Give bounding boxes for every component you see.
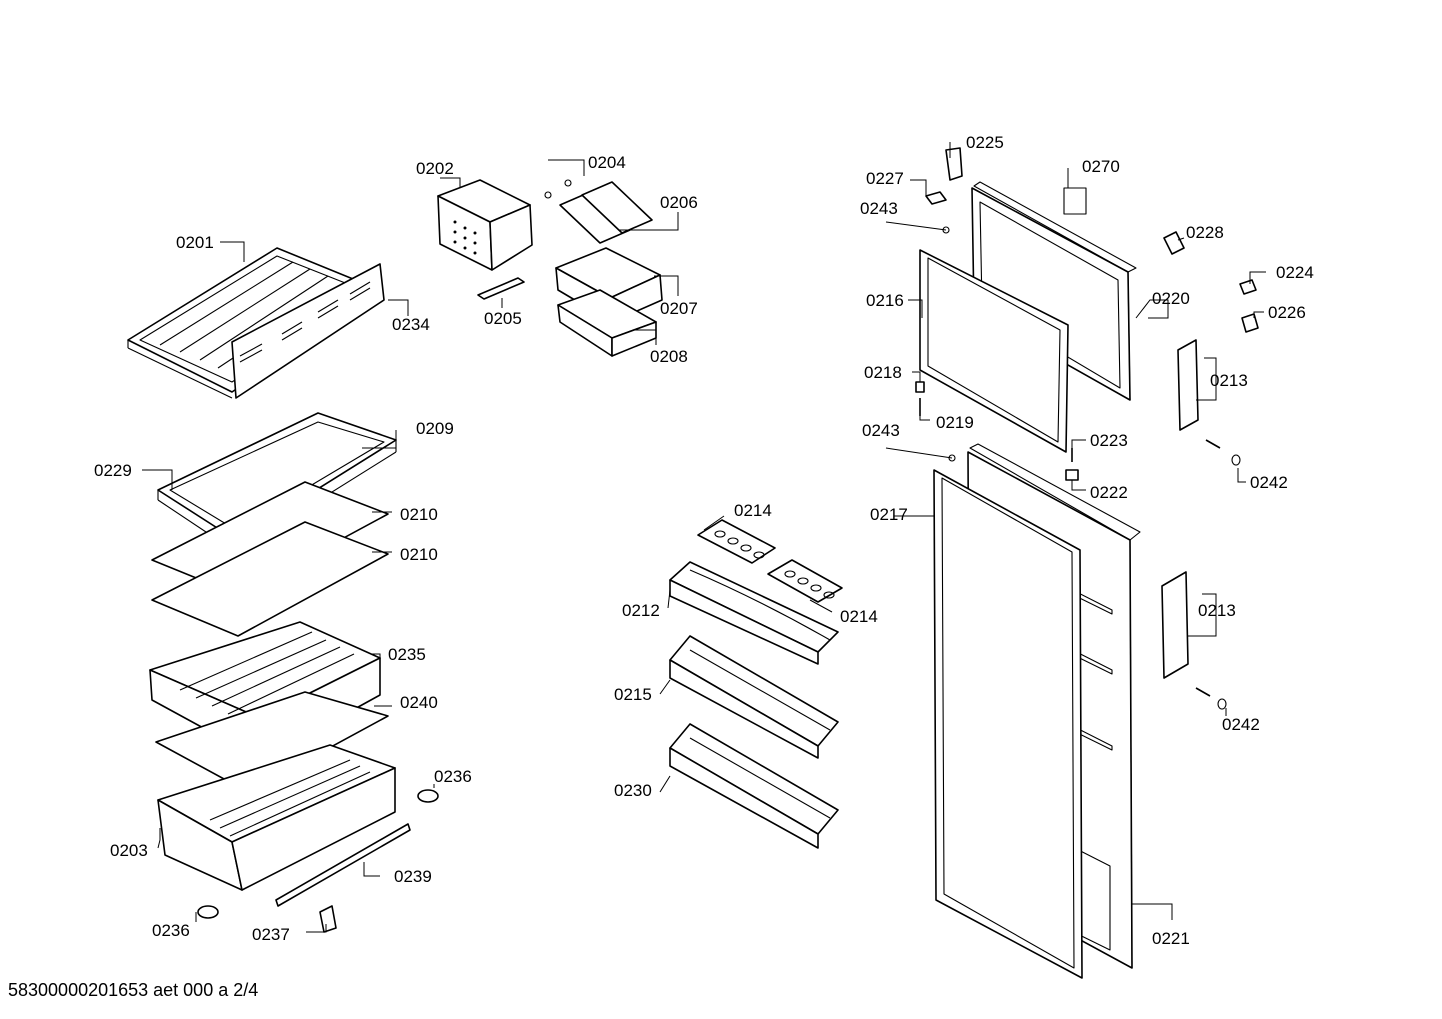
label-0208: 0208 bbox=[650, 347, 688, 366]
label-0236-a: 0236 bbox=[434, 767, 472, 786]
part-screw-b bbox=[1195, 687, 1211, 697]
label-0203: 0203 bbox=[110, 841, 148, 860]
part-0239-rail bbox=[275, 823, 411, 907]
part-0225-hinge bbox=[945, 147, 963, 181]
part-0212-balcony bbox=[669, 561, 839, 665]
label-0243-a: 0243 bbox=[860, 199, 898, 218]
part-0230-balcony bbox=[669, 723, 839, 849]
part-0202-bracket bbox=[437, 179, 533, 271]
label-0216: 0216 bbox=[866, 291, 904, 310]
label-0214-a: 0214 bbox=[734, 501, 772, 520]
part-0227-cap bbox=[925, 191, 947, 205]
part-0203-lower-drawer bbox=[157, 744, 396, 891]
part-0222-block bbox=[1065, 469, 1079, 481]
part-0204-pins bbox=[544, 179, 572, 199]
part-0237-clip bbox=[319, 905, 337, 933]
document-code: 58300000201653 aet 000 a 2/4 bbox=[8, 980, 259, 1000]
label-0234: 0234 bbox=[392, 315, 430, 334]
label-0212: 0212 bbox=[622, 601, 660, 620]
part-0210-glass-shelf-2 bbox=[151, 521, 389, 637]
label-0222: 0222 bbox=[1090, 483, 1128, 502]
label-0243-b: 0243 bbox=[862, 421, 900, 440]
label-0229: 0229 bbox=[94, 461, 132, 480]
label-0221: 0221 bbox=[1152, 929, 1190, 948]
part-0236-foot-a bbox=[417, 789, 439, 803]
label-0225: 0225 bbox=[966, 133, 1004, 152]
label-0213-b: 0213 bbox=[1198, 601, 1236, 620]
part-0240-cover-glass bbox=[155, 691, 389, 793]
label-0206: 0206 bbox=[660, 193, 698, 212]
label-0224: 0224 bbox=[1276, 263, 1314, 282]
label-0210-b: 0210 bbox=[400, 545, 438, 564]
label-0226: 0226 bbox=[1268, 303, 1306, 322]
label-0201: 0201 bbox=[176, 233, 214, 252]
part-0213-handle-b bbox=[1161, 571, 1189, 679]
label-0236-b: 0236 bbox=[152, 921, 190, 940]
leader-lines bbox=[142, 142, 1266, 933]
part-0206-ice-trays bbox=[559, 181, 653, 244]
label-0239: 0239 bbox=[394, 867, 432, 886]
label-0202: 0202 bbox=[416, 159, 454, 178]
part-0217-fridge-gasket bbox=[933, 469, 1083, 979]
part-0216-freezer-gasket bbox=[919, 249, 1069, 453]
part-0242-cap-a bbox=[1231, 454, 1241, 466]
part-0242-cap-b bbox=[1217, 698, 1227, 710]
part-0224-cap bbox=[1239, 279, 1257, 295]
callout-labels: 0201 0202 0203 0204 0205 0206 0207 0208 … bbox=[94, 133, 1314, 948]
label-0218: 0218 bbox=[864, 363, 902, 382]
label-0227: 0227 bbox=[866, 169, 904, 188]
label-0228: 0228 bbox=[1186, 223, 1224, 242]
label-0230: 0230 bbox=[614, 781, 652, 800]
part-0226-cover bbox=[1241, 313, 1259, 333]
part-0214-egg-tray-a bbox=[697, 519, 776, 564]
label-0242-b: 0242 bbox=[1222, 715, 1260, 734]
part-screw-a bbox=[1205, 439, 1221, 449]
label-0214-b: 0214 bbox=[840, 607, 878, 626]
label-0209: 0209 bbox=[416, 419, 454, 438]
label-0242-a: 0242 bbox=[1250, 473, 1288, 492]
label-0220: 0220 bbox=[1152, 289, 1190, 308]
label-0240: 0240 bbox=[400, 693, 438, 712]
label-0204: 0204 bbox=[588, 153, 626, 172]
part-0270-label bbox=[1063, 187, 1087, 215]
part-0234-front-panel bbox=[231, 263, 385, 399]
label-0217: 0217 bbox=[870, 505, 908, 524]
label-0205: 0205 bbox=[484, 309, 522, 328]
label-0219: 0219 bbox=[936, 413, 974, 432]
part-0213-handle-a bbox=[1177, 339, 1199, 431]
part-0236-foot-b bbox=[197, 905, 219, 919]
part-0205-strip bbox=[477, 277, 525, 300]
part-0214-egg-tray-b bbox=[767, 559, 843, 603]
part-0218-bushing bbox=[915, 381, 925, 393]
label-0237: 0237 bbox=[252, 925, 290, 944]
label-0207: 0207 bbox=[660, 299, 698, 318]
label-0270: 0270 bbox=[1082, 157, 1120, 176]
part-0215-balcony bbox=[669, 635, 839, 759]
label-0235: 0235 bbox=[388, 645, 426, 664]
part-0220-freezer-door bbox=[971, 181, 1137, 401]
label-0215: 0215 bbox=[614, 685, 652, 704]
label-0210-a: 0210 bbox=[400, 505, 438, 524]
part-0228-hinge-block bbox=[1163, 231, 1185, 255]
label-0213-a: 0213 bbox=[1210, 371, 1248, 390]
label-0223: 0223 bbox=[1090, 431, 1128, 450]
